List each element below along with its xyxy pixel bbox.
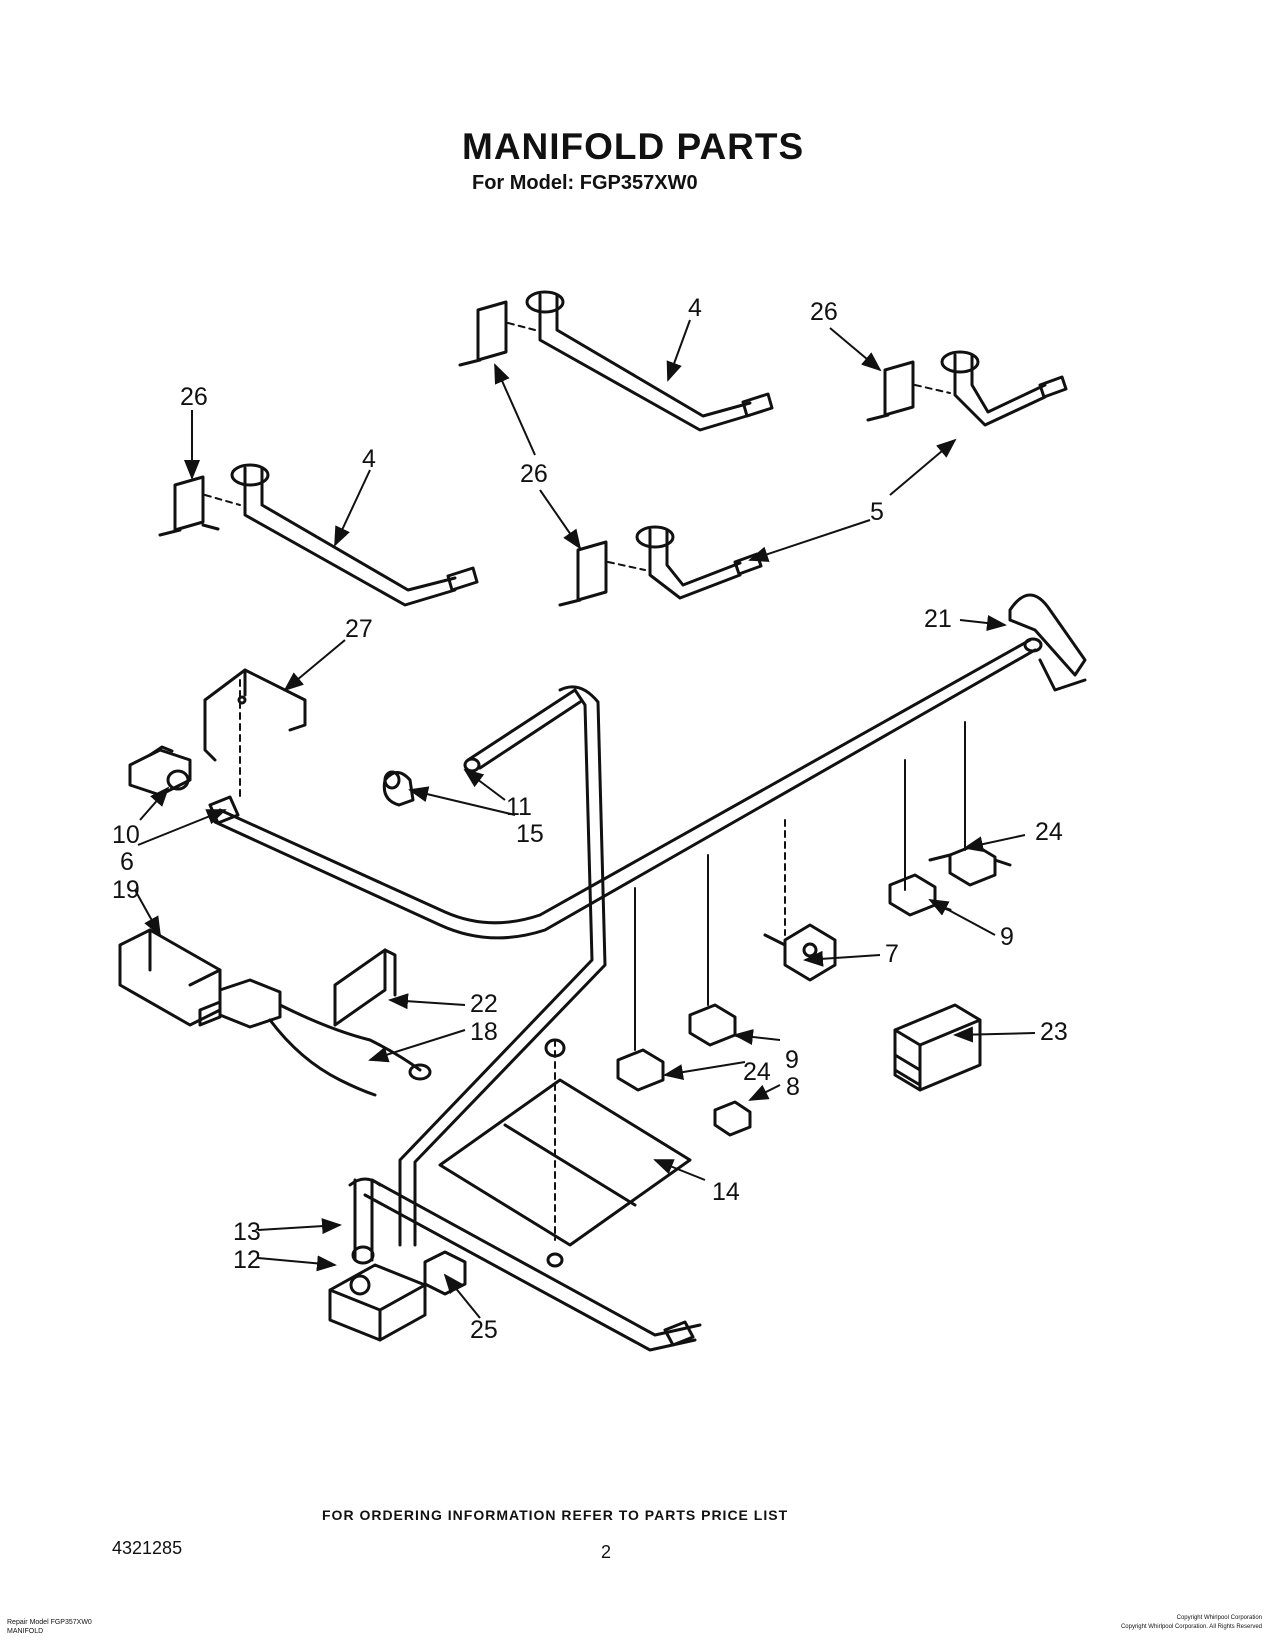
- lower-pipe: [363, 1178, 702, 1352]
- leader-lines: [134, 319, 1036, 1319]
- burner-tube-top: [525, 290, 774, 432]
- callout-4-left: 4: [362, 445, 376, 473]
- callout-6: 6: [120, 848, 134, 876]
- callout-numbers: 4 26 26 4 26 5 21 27 11 10 15 24 6 19 9 …: [112, 294, 1068, 1344]
- callout-23: 23: [1040, 1018, 1068, 1046]
- callout-14: 14: [712, 1178, 740, 1206]
- block-23: [893, 1003, 982, 1092]
- callout-7: 7: [885, 940, 899, 968]
- connector-25: [423, 1250, 467, 1296]
- elbow-15: [382, 770, 415, 807]
- document-number: 4321285: [112, 1538, 183, 1558]
- valve-24-right: [928, 843, 1012, 887]
- copyright-line-1: Copyright Whirlpool Corporation: [1176, 1615, 1262, 1621]
- regulator-12: [328, 1263, 427, 1342]
- callout-27: 27: [345, 615, 373, 643]
- burner-tube-right: [940, 350, 1068, 427]
- callout-8: 8: [786, 1073, 800, 1101]
- callout-9-center: 9: [785, 1046, 799, 1074]
- callout-11: 11: [506, 793, 532, 821]
- copyright-line-2: Copyright Whirlpool Corporation. All Rig…: [1120, 1624, 1262, 1630]
- heat-shield-14: [438, 1038, 692, 1247]
- orifice-13: [348, 1177, 382, 1265]
- valve-9-center: [688, 1003, 752, 1047]
- bracket-26-right: [866, 360, 915, 422]
- callout-24-center: 24: [743, 1058, 771, 1086]
- burner-tube-center: [635, 525, 763, 600]
- valve-hanger-lines: [634, 721, 966, 1051]
- callout-26-right: 26: [810, 298, 838, 326]
- callout-25: 25: [470, 1316, 498, 1344]
- bottom-left-line-1: Repair Model FGP357XW0: [7, 1619, 92, 1626]
- callout-13: 13: [233, 1218, 261, 1246]
- copyright-notice: Copyright Whirlpool Corporation Copyrigh…: [992, 1614, 1262, 1632]
- burner-tube-left: [230, 463, 479, 607]
- manifold-pipe: [208, 637, 1043, 940]
- page-title: MANIFOLD PARTS: [462, 126, 805, 167]
- page-number: 2: [601, 1542, 612, 1562]
- callout-26-left: 26: [180, 383, 208, 411]
- clamp-21: [1008, 593, 1087, 692]
- callout-24-right: 24: [1035, 818, 1063, 846]
- bottom-left-line-2: MANIFOLD: [7, 1628, 44, 1635]
- callout-9-right: 9: [1000, 923, 1014, 951]
- callout-19: 19: [112, 876, 140, 904]
- callout-15: 15: [516, 820, 544, 848]
- callout-12: 12: [233, 1246, 261, 1274]
- model-subtitle: For Model: FGP357XW0: [472, 172, 698, 194]
- valve-8: [713, 1100, 752, 1137]
- bracket-22: [333, 948, 397, 1027]
- bracket-27: [203, 668, 307, 762]
- wire-harness-18: [218, 978, 432, 1097]
- ignition-module-19: [118, 928, 222, 1027]
- valve-24-center: [616, 1048, 665, 1092]
- bracket-26-center: [558, 540, 608, 607]
- callout-4-top: 4: [688, 294, 702, 322]
- bracket-26-top: [458, 300, 508, 367]
- valve-9-right: [888, 873, 952, 917]
- callout-10: 10: [112, 821, 140, 849]
- alignment-dashes: [204, 322, 951, 1241]
- gas-supply-tube: [398, 685, 607, 1247]
- valve-7: [763, 923, 837, 982]
- callout-18: 18: [470, 1018, 498, 1046]
- callout-5: 5: [870, 498, 884, 526]
- callout-21: 21: [924, 605, 952, 633]
- bottom-left-caption: Repair Model FGP357XW0 MANIFOLD: [7, 1618, 92, 1636]
- callout-26-center: 26: [520, 460, 548, 488]
- bracket-26-left: [158, 475, 220, 537]
- ordering-note: FOR ORDERING INFORMATION REFER TO PARTS …: [322, 1507, 789, 1523]
- callout-22: 22: [470, 990, 498, 1018]
- regulator-10: [128, 745, 192, 797]
